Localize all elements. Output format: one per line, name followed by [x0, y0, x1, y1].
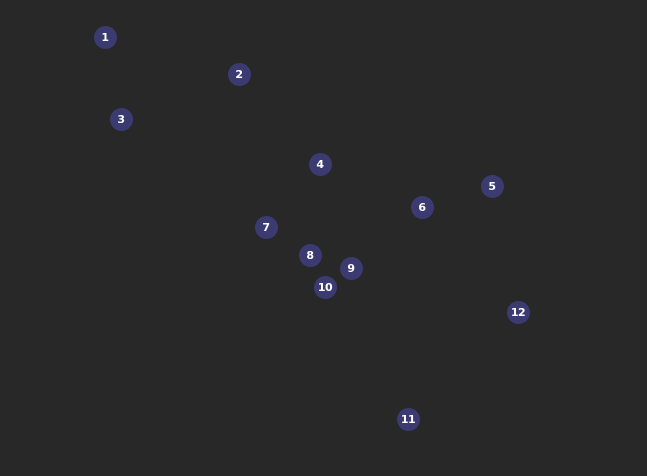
target-circle-6[interactable]: 6 — [410, 195, 434, 219]
target-circle-7[interactable]: 7 — [254, 215, 278, 239]
target-circle-8[interactable]: 8 — [298, 243, 322, 267]
target-circle-4[interactable]: 4 — [308, 152, 332, 176]
target-circle-3[interactable]: 3 — [109, 107, 133, 131]
target-circle-2[interactable]: 2 — [227, 62, 251, 86]
target-circle-1[interactable]: 1 — [93, 25, 117, 49]
target-circle-11[interactable]: 11 — [396, 407, 420, 431]
target-circle-12[interactable]: 12 — [506, 300, 530, 324]
target-circle-9[interactable]: 9 — [339, 256, 363, 280]
target-circle-5[interactable]: 5 — [480, 174, 504, 198]
target-circle-10[interactable]: 10 — [313, 275, 337, 299]
